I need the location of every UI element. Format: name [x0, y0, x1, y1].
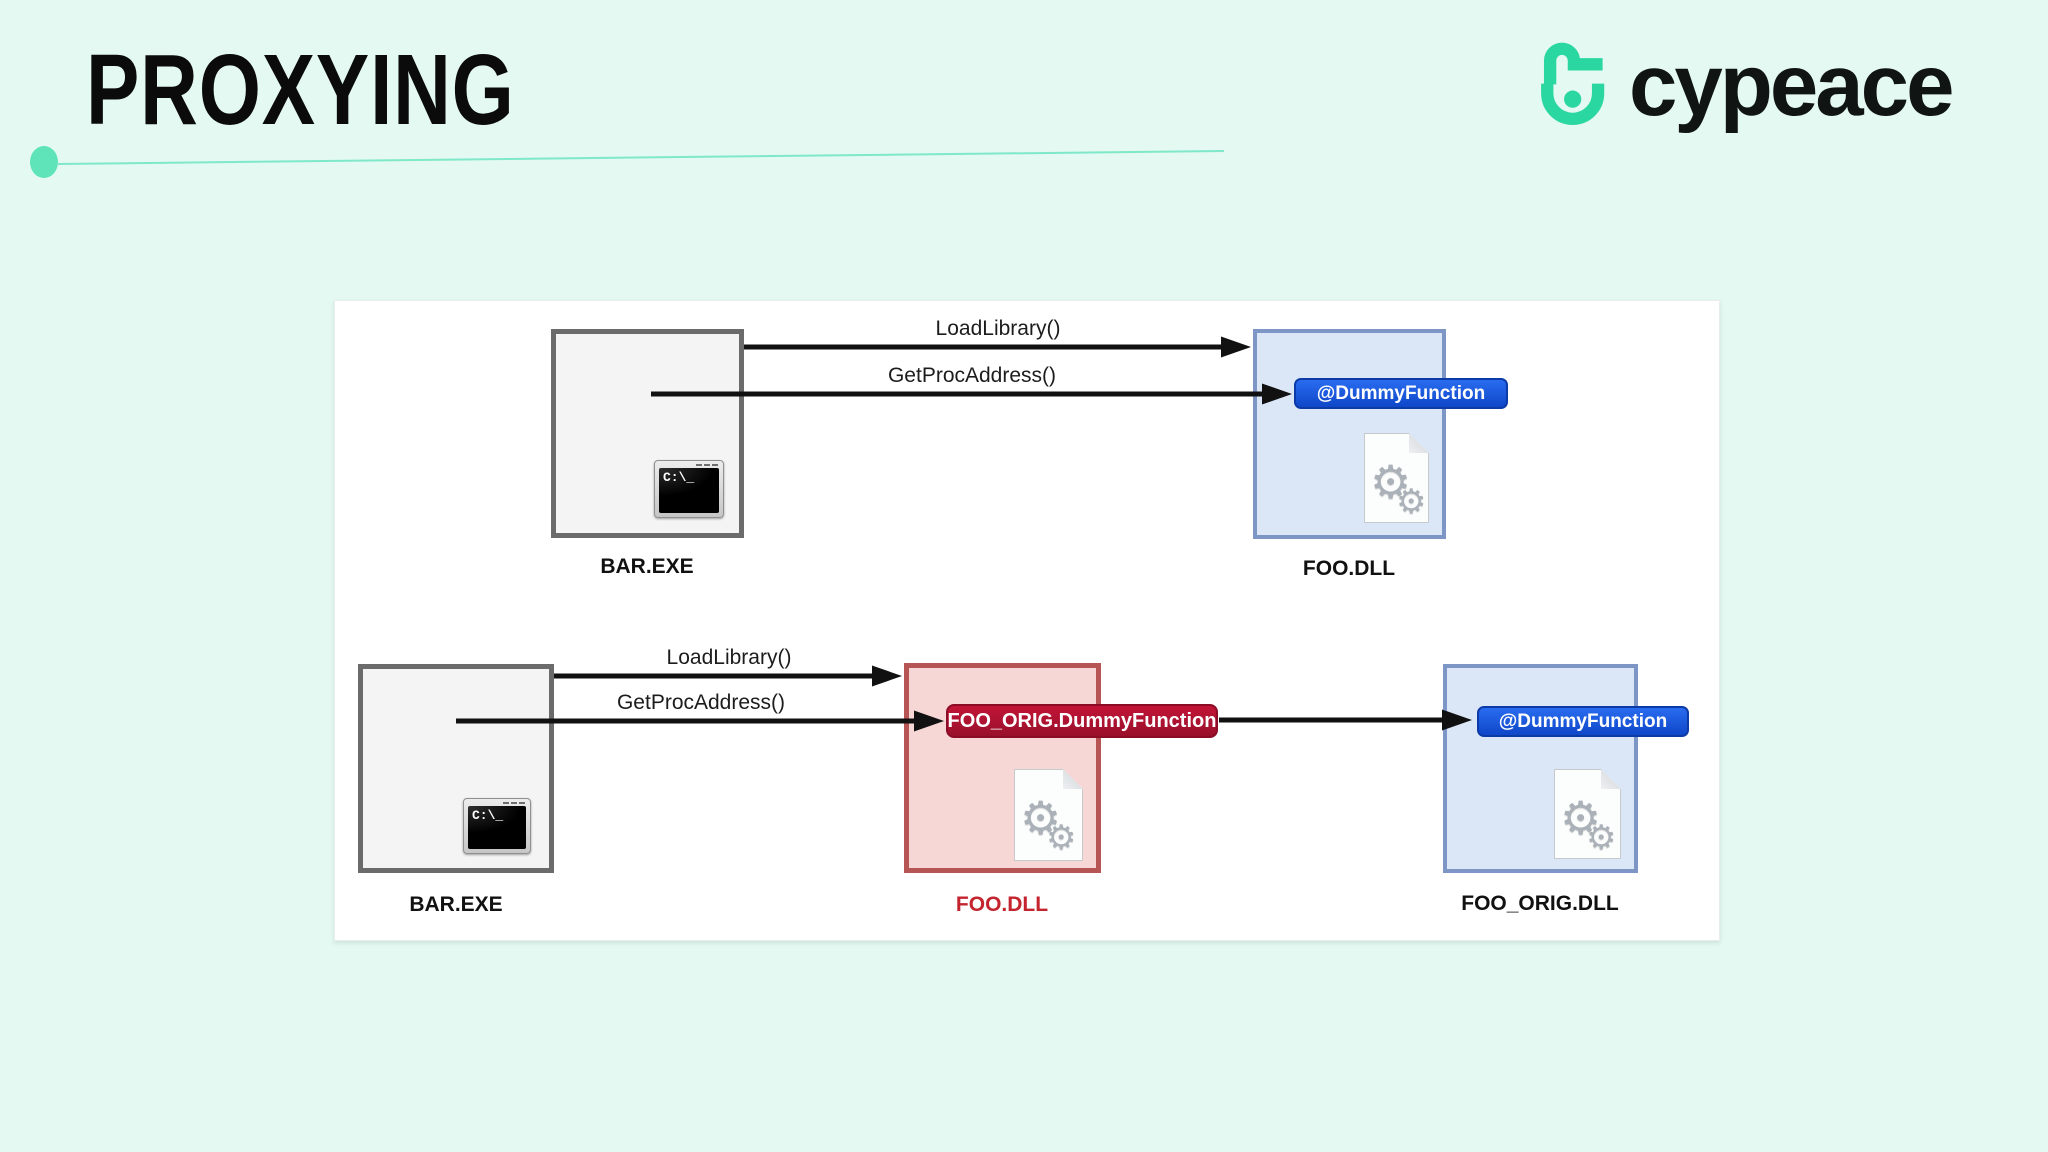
top-bar-exe-box [551, 329, 744, 538]
dll-file-icon: ⚙ ⚙ [1364, 433, 1429, 523]
top-loadlibrary-label: LoadLibrary() [935, 317, 1061, 340]
gear-icon: ⚙ [1560, 791, 1602, 845]
gear-icon: ⚙ [1396, 482, 1427, 522]
command-prompt-icon: C:\_ [654, 460, 724, 518]
badge-text: FOO_ORIG.DummyFunction [947, 709, 1217, 732]
gear-icon: ⚙ [1046, 818, 1077, 858]
bottom-foo-dll-label: FOO.DLL [955, 893, 1049, 916]
accent-dot [30, 146, 58, 178]
title-underline [30, 146, 1225, 178]
file-page [1554, 769, 1621, 859]
bottom-foo-orig-dll-label: FOO_ORIG.DLL [1461, 892, 1619, 915]
top-foo-dll-label: FOO.DLL [1302, 557, 1396, 580]
bottom-bar-exe-label: BAR.EXE [409, 893, 503, 916]
bottom-getprocaddress-label: GetProcAddress() [616, 691, 786, 714]
terminal-screen: C:\_ [659, 468, 719, 513]
top-getprocaddress-label: GetProcAddress() [887, 364, 1057, 387]
page-fold [1601, 769, 1621, 789]
cypeace-logo: cypeace [1537, 34, 1967, 144]
window-buttons [696, 464, 718, 466]
top-bar-exe-label: BAR.EXE [600, 555, 694, 578]
diagram-panel: LoadLibrary() GetProcAddress() LoadLibra… [334, 300, 1720, 941]
page-fold [1409, 433, 1429, 453]
page-title: PROXYING [86, 34, 515, 146]
bottom-dummyfunction-badge: @DummyFunction [1477, 706, 1689, 737]
top-foo-dll-box [1253, 329, 1446, 539]
dll-file-icon: ⚙ ⚙ [1014, 769, 1083, 861]
gear-icon: ⚙ [1586, 818, 1617, 858]
proxy-foo-orig-dummyfunction-badge: FOO_ORIG.DummyFunction [946, 704, 1218, 738]
bottom-loadlibrary-label: LoadLibrary() [666, 646, 792, 669]
logo-wordmark: cypeace [1629, 37, 1954, 134]
dll-file-icon: ⚙ ⚙ [1554, 769, 1621, 859]
badge-text: @DummyFunction [1498, 710, 1668, 732]
command-prompt-icon: C:\_ [463, 798, 531, 854]
badge-text: @DummyFunction [1316, 382, 1486, 404]
terminal-screen: C:\_ [468, 806, 526, 849]
accent-line [56, 150, 1225, 165]
padlock-icon [1541, 42, 1605, 125]
page-fold [1063, 769, 1083, 789]
gear-icon: ⚙ [1020, 791, 1062, 845]
terminal-prompt-text: C:\_ [663, 470, 695, 485]
gear-icon: ⚙ [1370, 455, 1412, 509]
window-buttons [503, 802, 525, 804]
top-dummyfunction-badge: @DummyFunction [1294, 378, 1508, 409]
proxy-forward-arrow [1219, 709, 1472, 731]
terminal-prompt-text: C:\_ [472, 808, 504, 823]
